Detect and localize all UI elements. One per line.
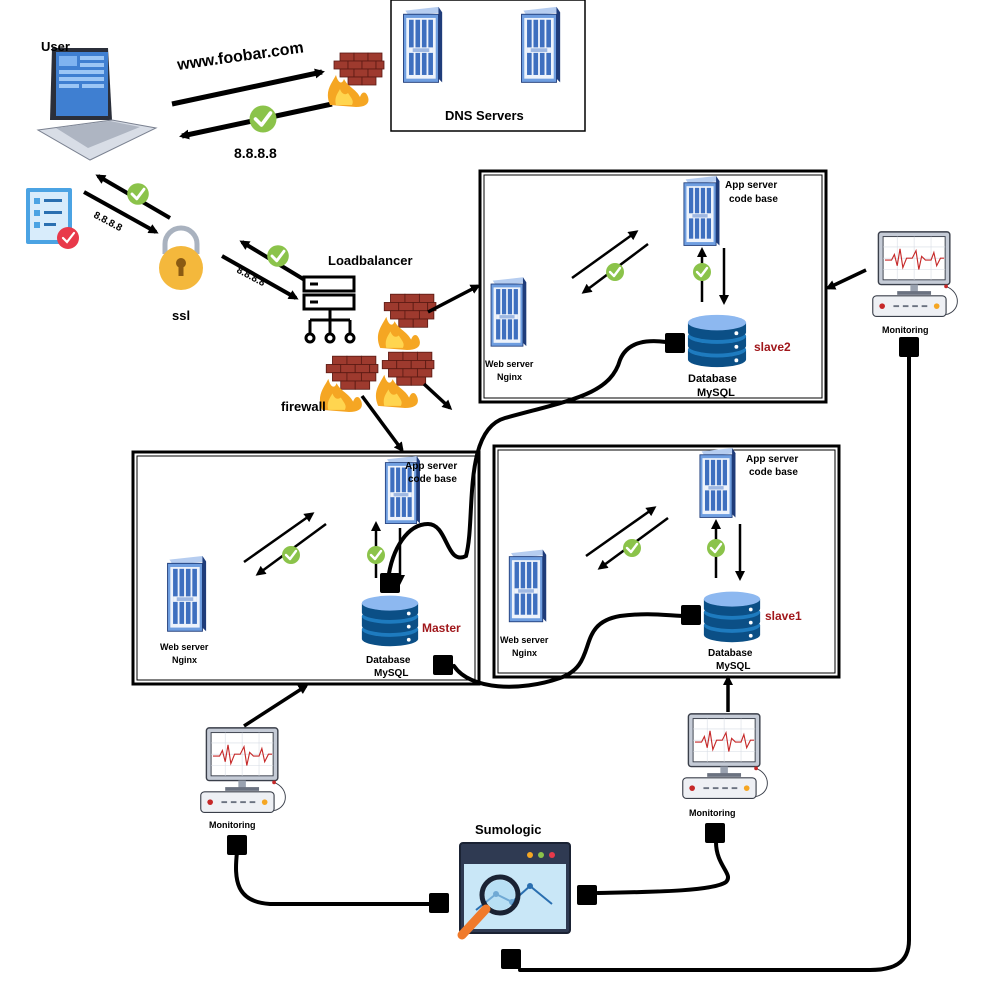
monitoring-station-icon: [681, 713, 769, 800]
user-label: User: [41, 39, 70, 54]
slave2-web-to-app-arrow: [571, 230, 639, 280]
monitoring-label-middle: Monitoring: [689, 808, 736, 818]
master-web-label: Web server: [160, 642, 209, 652]
app-server-icon: [683, 176, 720, 246]
master-web-check-icon: [281, 545, 301, 565]
master-db-check-icon: [366, 545, 386, 565]
master-db-sub-label: MySQL: [374, 668, 408, 679]
monitoring-label-left: Monitoring: [209, 820, 256, 830]
ssl-label: ssl: [172, 308, 190, 323]
slave1-db-label: Database: [708, 648, 753, 659]
slave2-app-label: App server: [725, 180, 777, 191]
monitoring-to-slave2-arrow: [825, 268, 867, 290]
app-server-icon: [699, 448, 736, 518]
master-web-to-app-arrow: [243, 512, 315, 564]
monitoring-to-master-arrow: [243, 684, 309, 728]
slave2-db-check-icon: [692, 262, 712, 282]
ssl-request-arrow: [83, 190, 159, 234]
domain-label: www.foobar.com: [175, 39, 305, 74]
cable-plug-icon: [705, 823, 725, 843]
database-icon: [361, 595, 419, 647]
loadbalancer-label: Loadbalancer: [328, 253, 413, 268]
slave1-cluster: [492, 444, 841, 679]
master-app-sub-label: code base: [408, 474, 457, 485]
slave1-app-sub-label: code base: [749, 467, 798, 478]
dns-firewall-icon: [327, 52, 385, 108]
dns-request-arrow: [171, 68, 325, 107]
dns-server-icon: [403, 6, 443, 83]
slave2-db-label: Database: [688, 373, 737, 385]
dns-ip-label: 8.8.8.8: [234, 145, 277, 161]
user-laptop-icon: [36, 48, 158, 161]
dns-servers-box: [390, 0, 586, 132]
slave1-web-sub-label: Nginx: [512, 648, 537, 658]
replication-cable-master-slave2: [386, 339, 668, 582]
firewall-icon: [377, 293, 437, 350]
master-cluster: [131, 450, 481, 686]
slave2-app-sub-label: code base: [729, 194, 778, 205]
slave1-web-label: Web server: [500, 635, 549, 645]
lb-ip-label: 8.8.8.8: [235, 265, 268, 289]
slave2-db-sub-label: MySQL: [697, 387, 735, 399]
firewall-icon: [375, 351, 435, 409]
cable-plug-icon: [577, 885, 597, 905]
cable-plug-icon: [429, 893, 449, 913]
log-cable-right: [518, 354, 911, 972]
lb-to-master-arrow: [360, 394, 404, 453]
loadbalancer-icon: [302, 275, 356, 344]
certificate-icon: [26, 188, 79, 249]
slave1-role-label: slave1: [765, 609, 802, 623]
dns-servers-label: DNS Servers: [445, 108, 524, 123]
master-db-label: Database: [366, 655, 411, 666]
slave1-web-check-icon: [622, 538, 642, 558]
log-cable-middle: [596, 840, 730, 895]
slave1-web-to-app-arrow: [585, 506, 657, 558]
monitoring-label-right: Monitoring: [882, 325, 929, 335]
sumologic-dashboard-icon: [457, 842, 571, 940]
log-cable-left: [234, 850, 434, 906]
database-icon: [687, 314, 747, 368]
cable-plug-icon: [681, 605, 701, 625]
slave2-role-label: slave2: [754, 340, 791, 354]
lb-to-slave1-arrow: [422, 382, 453, 411]
master-web-sub-label: Nginx: [172, 655, 197, 665]
lb-to-slave2-arrow: [427, 284, 481, 314]
slave1-db-check-icon: [706, 538, 726, 558]
slave2-web-label: Web server: [485, 359, 534, 369]
padlock-icon: [159, 225, 203, 290]
web-server-icon: [508, 549, 547, 623]
web-server-icon: [490, 276, 527, 347]
firewall-label: firewall: [281, 399, 326, 414]
sumologic-label: Sumologic: [475, 822, 541, 837]
dns-server-icon: [521, 6, 561, 83]
master-role-label: Master: [422, 621, 461, 635]
master-app-label: App server: [405, 461, 457, 472]
replication-cable-master-slave1: [452, 612, 690, 689]
cable-plug-icon: [380, 573, 400, 593]
database-icon: [703, 591, 761, 643]
monitoring-station-icon: [871, 231, 959, 318]
lb-request-arrow: [221, 254, 299, 300]
dns-response-check-icon: [248, 104, 278, 134]
ssl-check-icon: [126, 182, 150, 206]
cable-plug-icon: [501, 949, 521, 969]
slave1-app-label: App server: [746, 454, 798, 465]
lb-check-icon: [266, 244, 290, 268]
cable-plug-icon: [433, 655, 453, 675]
cable-plug-icon: [665, 333, 685, 353]
slave2-web-sub-label: Nginx: [497, 372, 522, 382]
web-server-icon: [167, 556, 207, 632]
slave1-db-sub-label: MySQL: [716, 661, 750, 672]
monitoring-station-icon: [199, 727, 287, 814]
slave2-web-check-icon: [605, 262, 625, 282]
